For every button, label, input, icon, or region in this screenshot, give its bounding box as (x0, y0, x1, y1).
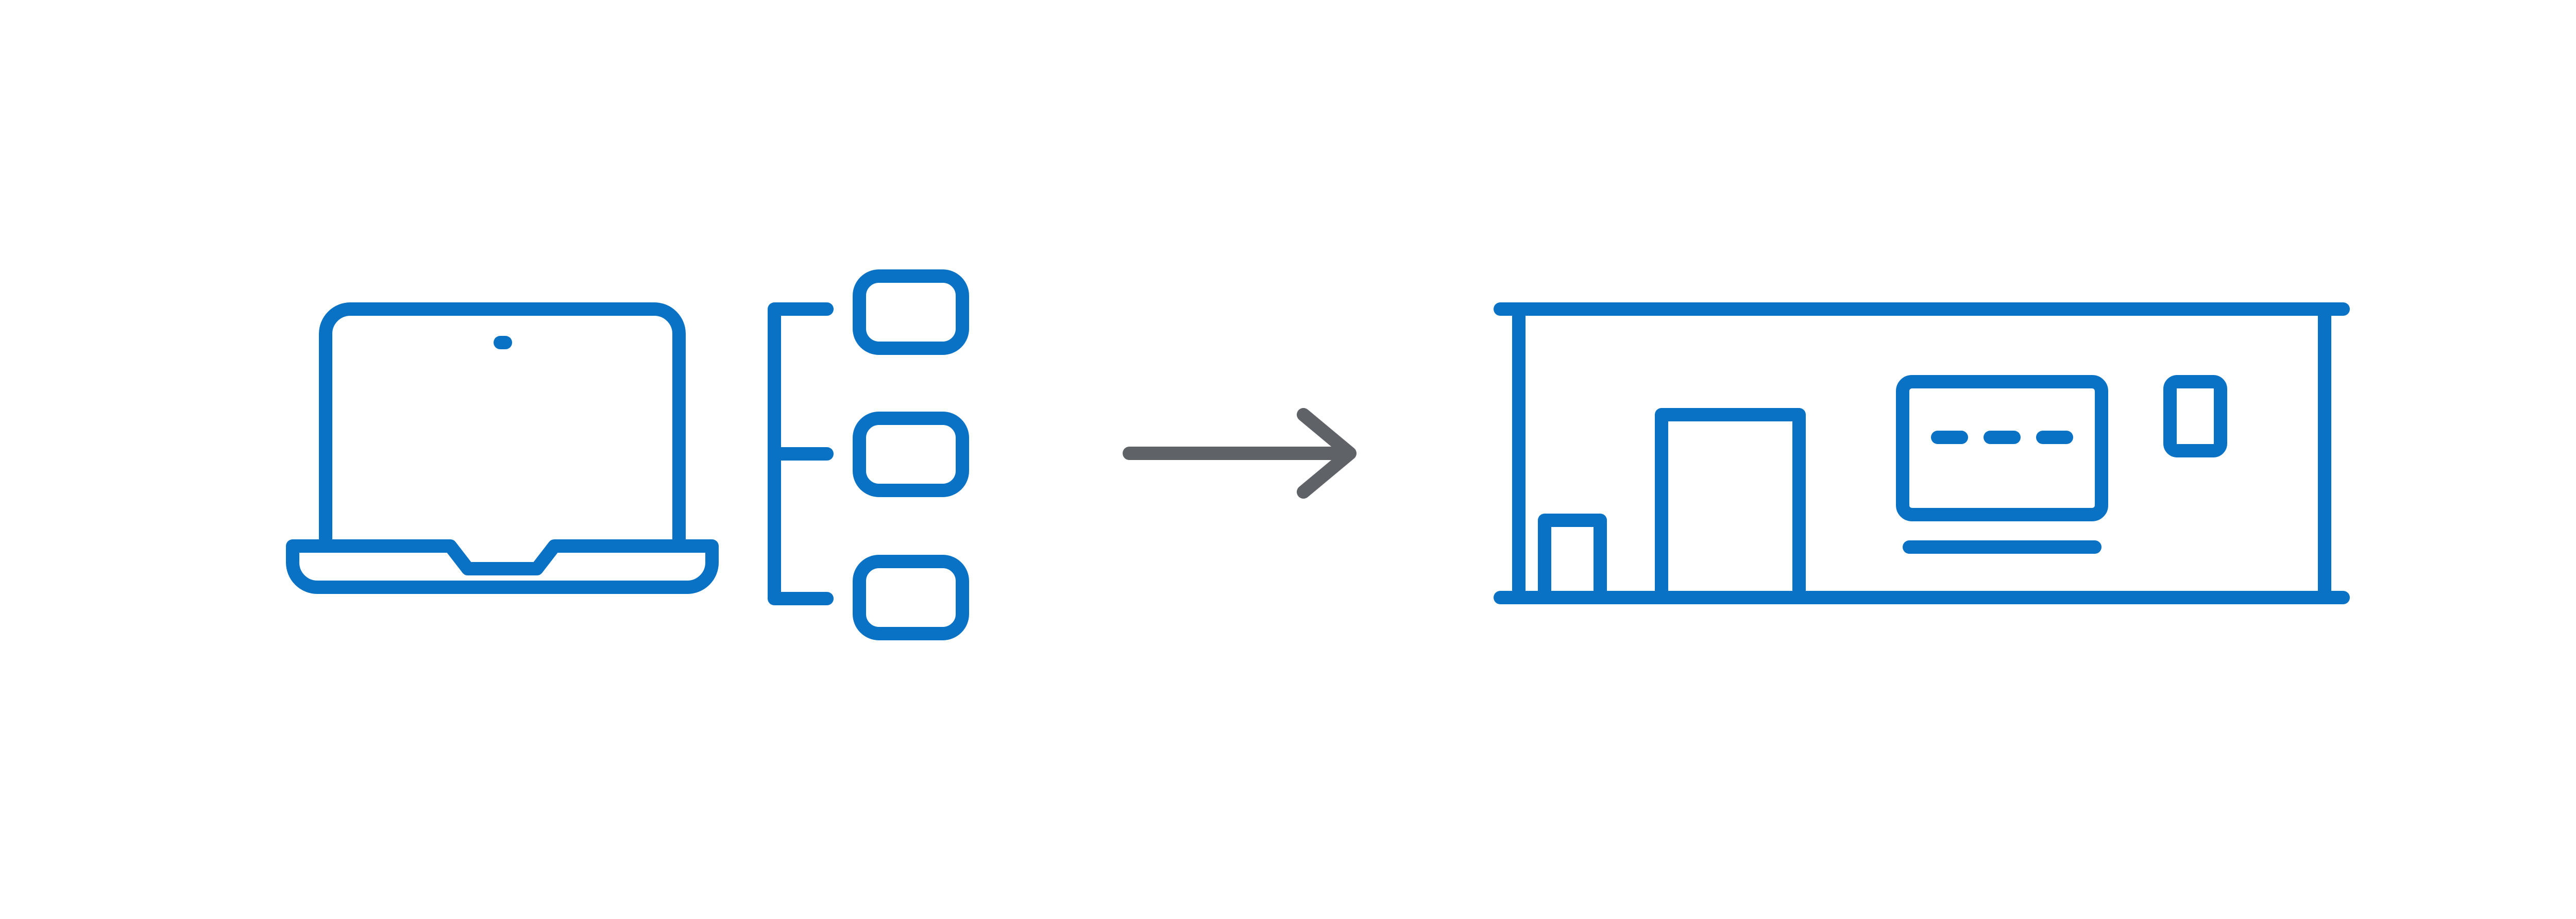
laptop-camera-dot (494, 336, 512, 349)
data-center-building (1494, 302, 2350, 604)
building-short-rack (1538, 514, 1607, 598)
hierarchy-tree (768, 269, 969, 640)
migration-arrow (1123, 408, 1357, 499)
building-wall-panel (2163, 375, 2227, 457)
laptop-base (286, 539, 719, 594)
laptop (286, 302, 719, 594)
monitor-dash-2-icon (1984, 431, 2021, 444)
monitor-dash-3-icon (2036, 431, 2073, 444)
monitor-dash-1-icon (1931, 431, 1968, 444)
arrow-head-icon (1297, 408, 1357, 499)
building-tall-rack (1655, 408, 1806, 598)
tree-node-box-1[interactable] (853, 269, 969, 355)
tree-node-box-3[interactable] (853, 555, 969, 640)
laptop-screen-outline (319, 302, 686, 552)
tree-node-box-2[interactable] (853, 412, 969, 497)
building-monitor-screen (1896, 375, 2108, 521)
